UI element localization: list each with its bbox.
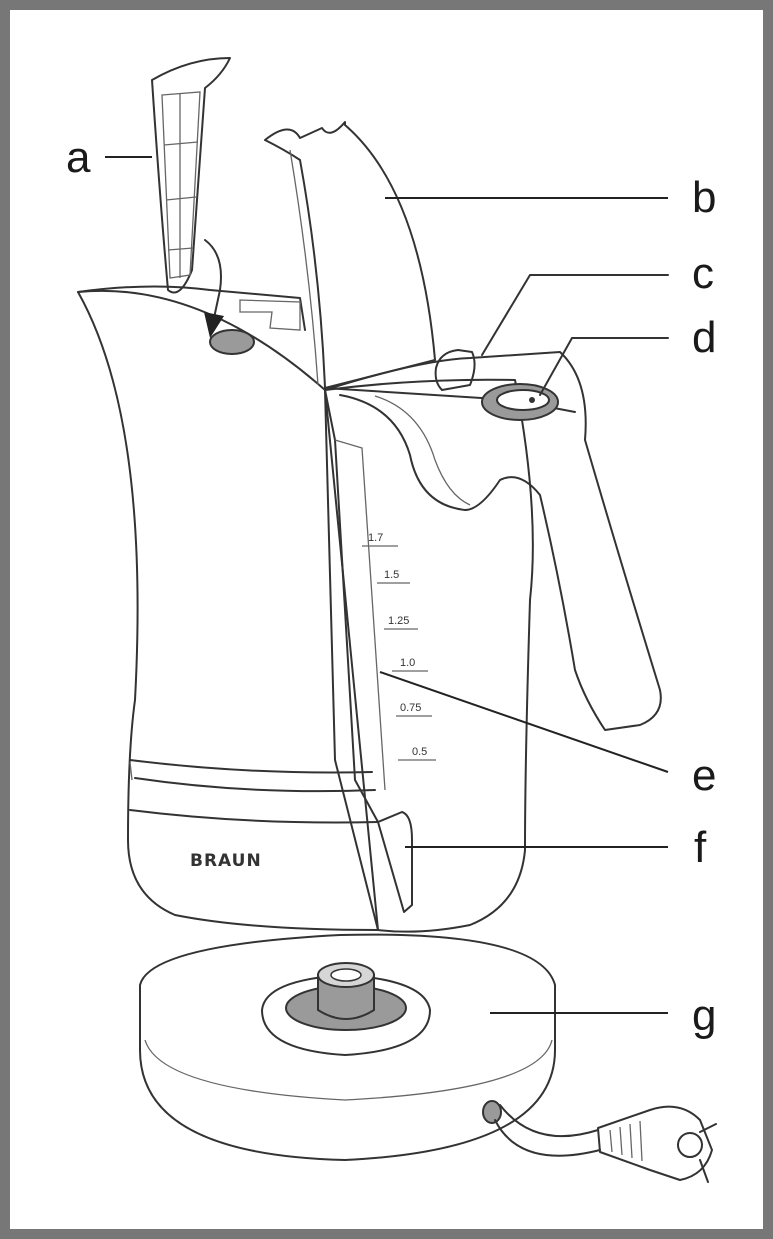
label-c: c <box>692 249 714 298</box>
scale-mark-1-0: 1.0 <box>400 657 415 669</box>
leader-d <box>539 337 669 396</box>
power-cord <box>482 1100 717 1183</box>
scale-mark-0-5: 0.5 <box>412 746 427 758</box>
leader-c <box>481 274 669 356</box>
kettle-lid <box>77 121 436 389</box>
scale-mark-1-5: 1.5 <box>384 569 399 581</box>
scale-mark-1-7: 1.7 <box>368 532 383 544</box>
limescale-filter <box>151 57 231 338</box>
kettle-handle <box>324 349 662 731</box>
label-e: e <box>692 751 716 800</box>
label-d: d <box>692 313 716 362</box>
brand-logo: BRAUN <box>190 851 262 871</box>
label-b: b <box>692 173 716 222</box>
leader-e <box>379 671 669 773</box>
scale-mark-1-25: 1.25 <box>388 615 409 627</box>
label-f: f <box>694 823 707 872</box>
kettle-body <box>77 289 534 933</box>
water-level-scale: 1.7 1.5 1.25 1.0 0.75 0.5 <box>362 532 436 761</box>
label-a: a <box>66 133 91 182</box>
label-g: g <box>692 991 716 1040</box>
scale-mark-0-75: 0.75 <box>400 702 421 714</box>
power-base <box>139 933 556 1161</box>
